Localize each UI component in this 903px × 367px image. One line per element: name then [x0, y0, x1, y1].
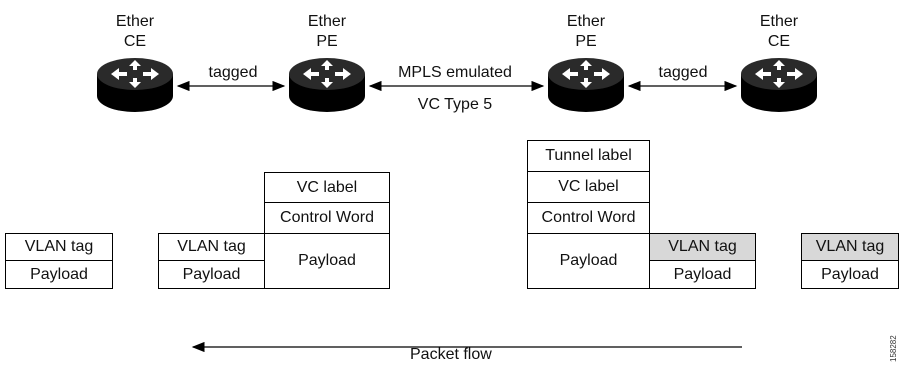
router-icon-pe-right [548, 58, 624, 112]
link-label-right: tagged [658, 64, 708, 81]
frame4-vlan-tag: VLAN tag [801, 233, 899, 261]
router-icon-ce-left [97, 58, 173, 112]
frame3-vlan-tag: VLAN tag [649, 233, 756, 261]
frame2-vlan-tag: VLAN tag [158, 233, 265, 261]
frame2-vc-label: VC label [264, 172, 390, 203]
frame3-tunnel-label: Tunnel label [527, 140, 650, 172]
link-label-middle-1: MPLS emulated [398, 64, 512, 81]
frame1-payload: Payload [5, 260, 113, 289]
frame2-payload: Payload [158, 260, 265, 289]
figure-id: 158282 [889, 335, 898, 362]
frame2-outer-payload: Payload [264, 233, 390, 289]
frame1-vlan-tag: VLAN tag [5, 233, 113, 261]
frame3-outer-payload: Payload [527, 233, 650, 289]
frame3-vc-label: VC label [527, 171, 650, 203]
frame4-payload: Payload [801, 260, 899, 289]
link-label-left: tagged [208, 64, 258, 81]
router-icon-pe-left [289, 58, 365, 112]
packet-flow-label: Packet flow [410, 346, 492, 363]
link-label-middle-2: VC Type 5 [417, 96, 493, 113]
frame2-control-word: Control Word [264, 202, 390, 234]
router-icon-ce-right [741, 58, 817, 112]
frame3-payload: Payload [649, 260, 756, 289]
frame3-control-word: Control Word [527, 202, 650, 234]
